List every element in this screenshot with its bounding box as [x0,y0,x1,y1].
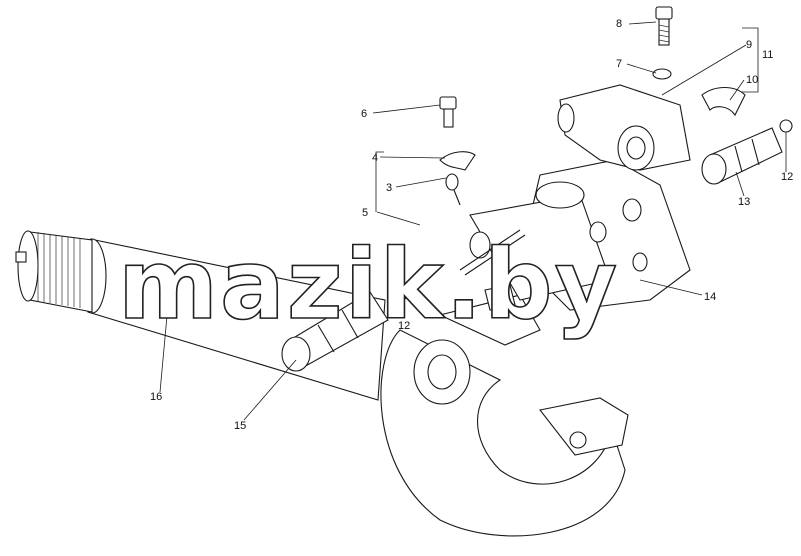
callout-14: 14 [704,291,716,303]
callout-3: 3 [386,182,392,194]
part-7-nut [652,68,672,80]
part-12-nut-a [395,284,411,300]
callout-15: 15 [234,420,246,432]
callout-10: 10 [746,74,758,86]
callout-12-right: 12 [781,171,793,183]
callout-9: 9 [746,39,752,51]
callout-4: 4 [372,152,378,164]
part-1-pin-rod [459,229,526,276]
callout-7: 7 [616,58,622,70]
callout-5: 5 [362,207,368,219]
bracket-9-11 [742,27,759,93]
leader-lines [159,21,787,421]
callout-1: 1 [505,297,511,309]
callout-13: 13 [738,196,750,208]
part-6-bolt [439,96,457,128]
bracket-4-5 [375,151,384,212]
part-13-pin [701,127,783,185]
callout-6: 6 [361,108,367,120]
callout-16: 16 [150,391,162,403]
part-14-housing [469,159,691,311]
part-15-pin [281,291,389,372]
callout-8: 8 [616,18,622,30]
callout-labels: 8 7 9 11 10 6 4 3 5 1 12 13 14 12 15 16 [150,18,793,432]
callout-12-left: 12 [398,320,410,332]
hook-body [380,284,629,537]
part-9-latch-lever [557,84,691,171]
part-4-cotter-pin [439,151,476,171]
callout-11: 11 [762,49,773,61]
part-3-split-pin [445,173,461,206]
part-8-bolt [655,6,673,46]
watermark-text: mazik.by [118,229,619,341]
part-12-nut-b [779,119,793,133]
part-10-bushing [701,86,746,117]
